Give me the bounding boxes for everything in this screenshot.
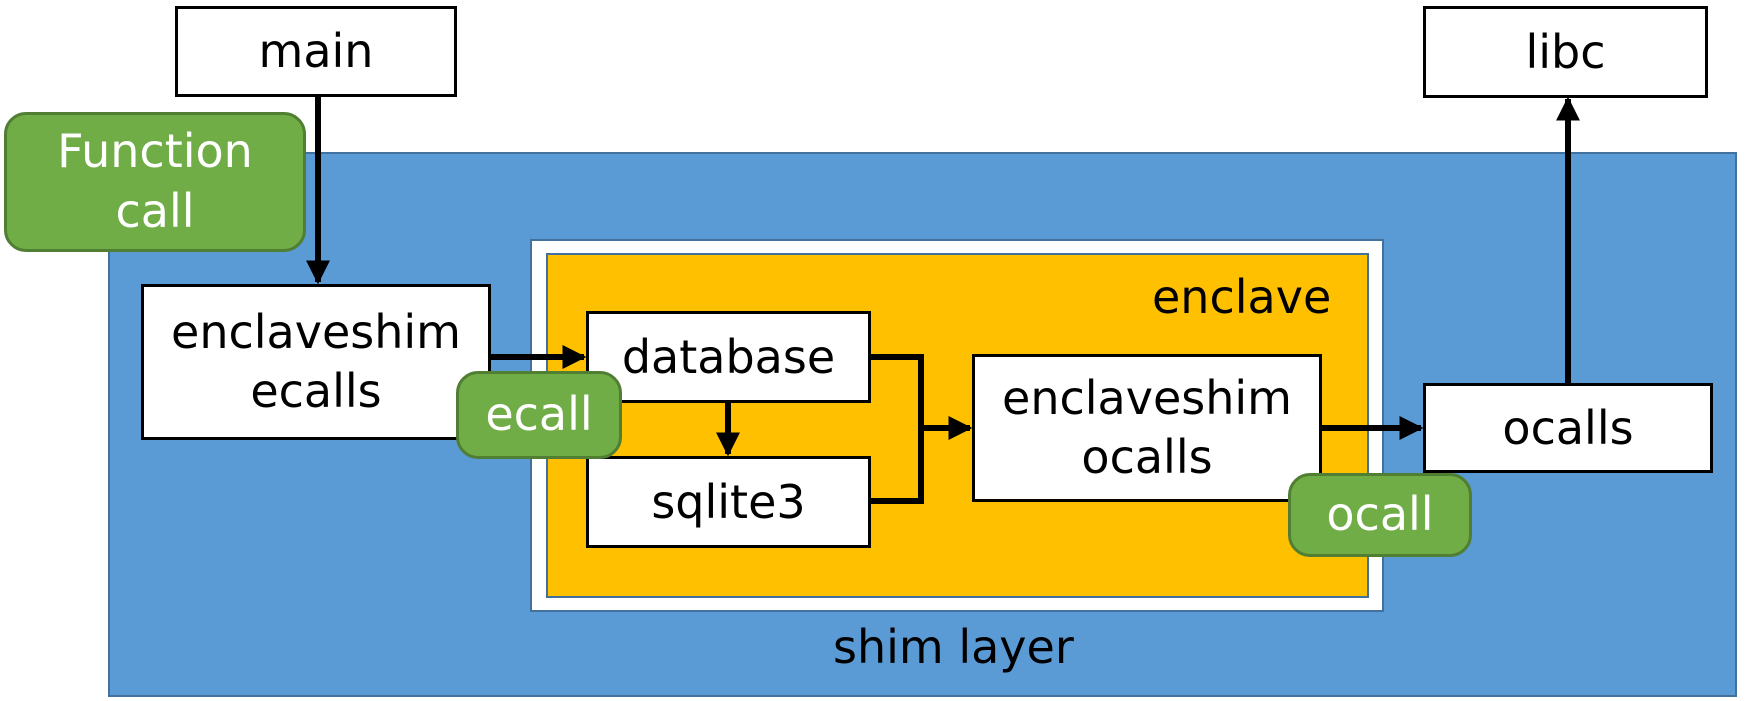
ecall-badge: ecall [456, 371, 622, 459]
enclaveshim-ecalls-line2: ecalls [250, 364, 382, 418]
enclaveshim-ecalls-box: enclaveshim ecalls [141, 284, 491, 440]
shim-layer-label: shim layer [833, 620, 1074, 674]
function-call-line1: Function [57, 124, 253, 179]
function-call-badge: Function call [4, 112, 306, 252]
ocalls-label: ocalls [1502, 400, 1634, 455]
sqlite3-box: sqlite3 [586, 456, 871, 548]
ocall-badge: ocall [1288, 473, 1472, 557]
ocalls-box: ocalls [1423, 383, 1713, 473]
enclaveshim-ocalls-box: enclaveshim ocalls [972, 354, 1322, 502]
main-box: main [175, 6, 457, 97]
main-label: main [258, 24, 374, 79]
ocall-label: ocall [1326, 487, 1434, 542]
libc-label: libc [1525, 24, 1606, 79]
database-label: database [621, 329, 836, 384]
enclave-label: enclave [1152, 270, 1332, 324]
ecall-label: ecall [485, 387, 593, 442]
enclaveshim-ecalls-line1: enclaveshim [171, 305, 461, 360]
function-call-line2: call [115, 184, 195, 238]
enclaveshim-ocalls-line1: enclaveshim [1002, 371, 1292, 426]
libc-box: libc [1423, 6, 1708, 98]
edge-database-bracket [870, 354, 924, 504]
sqlite3-label: sqlite3 [651, 474, 806, 529]
enclaveshim-ocalls-line2: ocalls [1081, 430, 1213, 484]
database-box: database [586, 311, 871, 403]
